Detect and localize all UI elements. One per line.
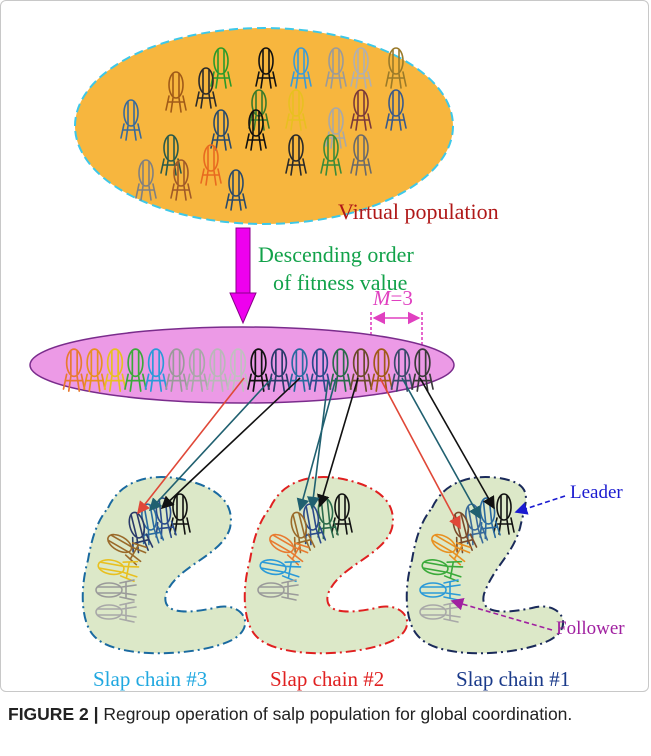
virtual-population-label: Virtual population xyxy=(338,199,499,224)
caption-label: FIGURE 2 | xyxy=(8,704,98,724)
caption-text: Regroup operation of salp population for… xyxy=(98,704,572,724)
follower-label: Follower xyxy=(556,618,625,639)
m-label: M=3 xyxy=(372,286,413,310)
sorted-population-ellipse xyxy=(30,327,454,403)
figure-caption: FIGURE 2 | Regroup operation of salp pop… xyxy=(8,702,640,726)
regroup-diagram: Virtual population Descending order of f… xyxy=(0,0,651,692)
chain2-label: Slap chain #2 xyxy=(270,667,384,691)
arrow-to-chain1-red xyxy=(380,378,460,528)
chain3-label: Slap chain #3 xyxy=(93,667,207,691)
chain2-shape xyxy=(245,477,407,653)
sort-arrow-head xyxy=(230,293,256,323)
leader-label: Leader xyxy=(570,482,623,503)
sort-arrow-shaft xyxy=(236,228,250,293)
sort-label-line1: Descending order xyxy=(258,242,414,267)
chain3-shape xyxy=(83,477,245,653)
chain1-label: Slap chain #1 xyxy=(456,667,570,691)
